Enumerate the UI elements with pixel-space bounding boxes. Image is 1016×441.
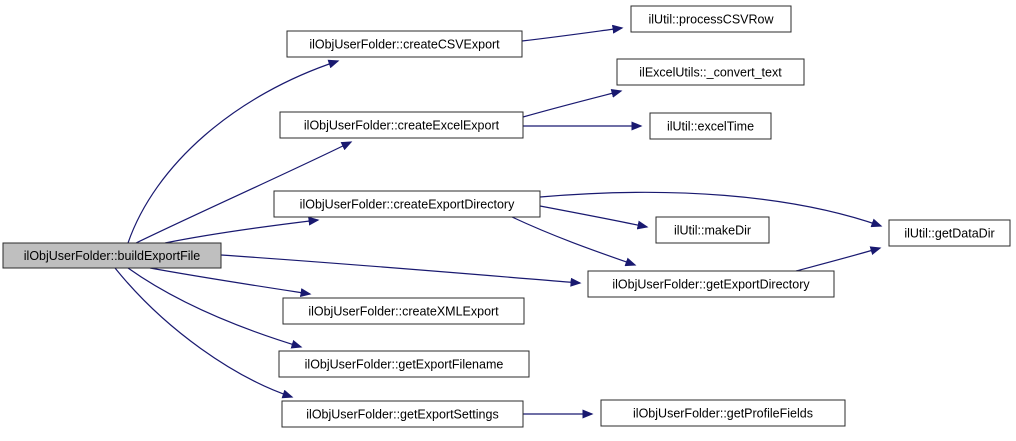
edge-buildExportFile-to-getExportSettings	[114, 267, 294, 399]
edge-buildExportFile-to-getExportFilename	[127, 267, 303, 349]
node-box-processCSVRow[interactable]	[630, 5, 792, 33]
node-label-getExportDirectory: ilObjUserFolder::getExportDirectory	[612, 278, 810, 292]
node-createCSVExport[interactable]: ilObjUserFolder::createCSVExport	[286, 30, 523, 58]
edge-buildExportFile-to-createCSVExport	[127, 59, 340, 244]
node-makeDir[interactable]: ilUtil::makeDir	[655, 216, 770, 244]
node-box-buildExportFile[interactable]	[2, 242, 222, 269]
nodes-layer: ilObjUserFolder::buildExportFileilObjUse…	[2, 5, 1011, 428]
node-createExportDirectory[interactable]: ilObjUserFolder::createExportDirectory	[273, 190, 541, 218]
node-getExportSettings[interactable]: ilObjUserFolder::getExportSettings	[281, 400, 524, 428]
node-getProfileFields[interactable]: ilObjUserFolder::getProfileFields	[600, 399, 846, 427]
node-label-getExportSettings: ilObjUserFolder::getExportSettings	[306, 408, 498, 422]
edge-buildExportFile-to-getExportDirectory	[220, 254, 582, 287]
edges-layer	[114, 24, 883, 419]
node-getExportDirectory[interactable]: ilObjUserFolder::getExportDirectory	[587, 270, 835, 298]
edge-createExportDirectory-to-getExportDirectory	[511, 216, 637, 267]
node-createXMLExport[interactable]: ilObjUserFolder::createXMLExport	[282, 297, 525, 325]
edge-createCSVExport-to-processCSVRow	[521, 24, 624, 42]
node-convertText[interactable]: ilExcelUtils::_convert_text	[616, 58, 805, 86]
edge-createExportDirectory-to-makeDir	[539, 205, 649, 230]
edge-createExportDirectory-to-getDataDir	[539, 191, 883, 228]
node-label-createXMLExport: ilObjUserFolder::createXMLExport	[308, 305, 499, 319]
node-label-convertText: ilExcelUtils::_convert_text	[639, 66, 782, 80]
node-box-createXMLExport[interactable]	[282, 297, 525, 325]
edge-createExcelExport-to-convertText	[522, 89, 623, 118]
node-box-makeDir[interactable]	[655, 216, 770, 244]
node-label-processCSVRow: ilUtil::processCSVRow	[648, 13, 774, 27]
node-createExcelExport[interactable]: ilObjUserFolder::createExcelExport	[279, 111, 524, 139]
node-box-createExportDirectory[interactable]	[273, 190, 541, 218]
node-box-createExcelExport[interactable]	[279, 111, 524, 139]
node-box-getExportFilename[interactable]	[278, 350, 530, 378]
node-label-buildExportFile: ilObjUserFolder::buildExportFile	[24, 249, 201, 263]
node-label-createExportDirectory: ilObjUserFolder::createExportDirectory	[300, 198, 515, 212]
edge-buildExportFile-to-createExportDirectory	[164, 216, 320, 244]
node-box-convertText[interactable]	[616, 58, 805, 86]
edge-buildExportFile-to-createExcelExport	[135, 141, 353, 244]
node-buildExportFile[interactable]: ilObjUserFolder::buildExportFile	[2, 242, 222, 269]
node-box-createCSVExport[interactable]	[286, 30, 523, 58]
node-label-excelTime: ilUtil::excelTime	[667, 120, 754, 134]
node-getDataDir[interactable]: ilUtil::getDataDir	[888, 219, 1011, 247]
node-box-getExportDirectory[interactable]	[587, 270, 835, 298]
node-box-excelTime[interactable]	[649, 112, 772, 140]
node-box-getProfileFields[interactable]	[600, 399, 846, 427]
node-label-createCSVExport: ilObjUserFolder::createCSVExport	[309, 38, 500, 52]
edge-buildExportFile-to-createXMLExport	[149, 267, 312, 298]
node-getExportFilename[interactable]: ilObjUserFolder::getExportFilename	[278, 350, 530, 378]
edge-getExportDirectory-to-getDataDir	[795, 246, 882, 272]
node-label-getProfileFields: ilObjUserFolder::getProfileFields	[633, 407, 813, 421]
node-label-createExcelExport: ilObjUserFolder::createExcelExport	[304, 119, 500, 133]
node-label-getExportFilename: ilObjUserFolder::getExportFilename	[305, 358, 504, 372]
node-label-getDataDir: ilUtil::getDataDir	[904, 227, 994, 241]
node-box-getExportSettings[interactable]	[281, 400, 524, 428]
node-box-getDataDir[interactable]	[888, 219, 1011, 247]
node-processCSVRow[interactable]: ilUtil::processCSVRow	[630, 5, 792, 33]
node-excelTime[interactable]: ilUtil::excelTime	[649, 112, 772, 140]
node-label-makeDir: ilUtil::makeDir	[674, 224, 751, 238]
